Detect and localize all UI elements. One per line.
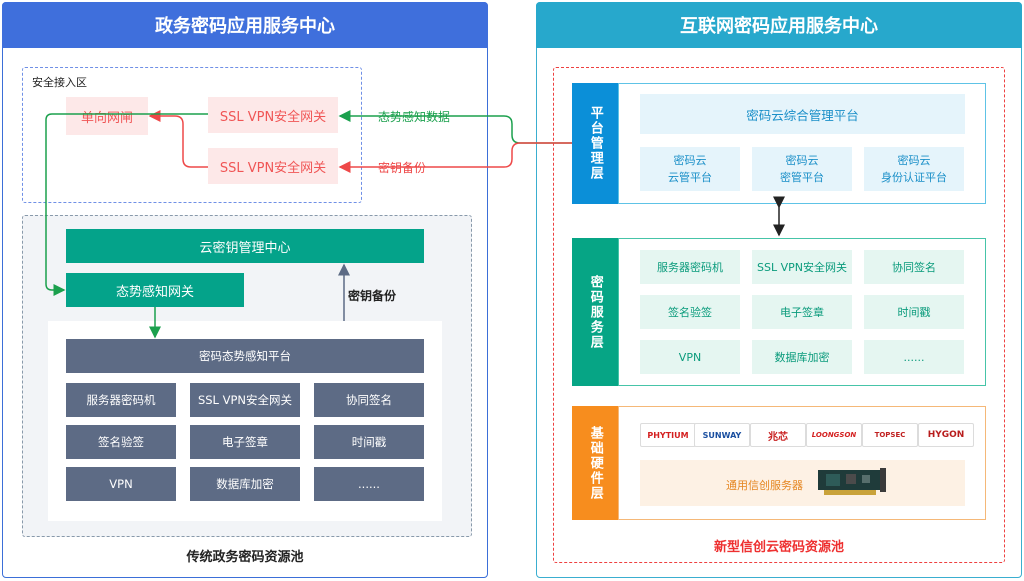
left-grid-cell: 数据库加密 bbox=[190, 467, 300, 501]
left-grid-cell: 签名验签 bbox=[66, 425, 176, 459]
left-grid-cell: 时间戳 bbox=[314, 425, 424, 459]
vendor-logo-sunway: SUNWAY bbox=[694, 423, 750, 447]
left-panel-title: 政务密码应用服务中心 bbox=[2, 2, 488, 48]
vendor-logo-loongson: LOONGSON bbox=[806, 423, 862, 447]
key-backup-flow-label: 密钥备份 bbox=[378, 161, 427, 175]
platform-layer-label: 平台管理层 bbox=[572, 83, 618, 204]
hardware-layer-box bbox=[618, 406, 986, 520]
sa-data-arrow bbox=[338, 110, 572, 144]
left-grid-cell: 电子签章 bbox=[190, 425, 300, 459]
secure-access-zone-label: 安全接入区 bbox=[32, 76, 87, 89]
key-backup-label-left: 密钥备份 bbox=[348, 289, 397, 303]
left-grid-cell: VPN bbox=[66, 467, 176, 501]
vendor-logo-zhaoxin: 兆芯 bbox=[750, 423, 806, 447]
ssl-vpn-gateway-1: SSL VPN安全网关 bbox=[208, 97, 338, 133]
sub-platform-key-mgmt: 密码云 密管平台 bbox=[752, 147, 852, 191]
crypto-cloud-management-platform: 密码云综合管理平台 bbox=[640, 94, 965, 134]
service-cell: ...... bbox=[864, 340, 964, 374]
vendor-logo-hygon: HYGON bbox=[918, 423, 974, 447]
situational-awareness-gateway: 态势感知网关 bbox=[66, 273, 244, 307]
left-grid-cell: SSL VPN安全网关 bbox=[190, 383, 300, 417]
service-layer-label: 密码服务层 bbox=[572, 238, 618, 386]
service-cell: 电子签章 bbox=[752, 295, 852, 329]
service-cell: 服务器密码机 bbox=[640, 250, 740, 284]
service-cell: SSL VPN安全网关 bbox=[752, 250, 852, 284]
sub-platform-line: 密管平台 bbox=[780, 171, 824, 184]
ssl-vpn-gateway-2: SSL VPN安全网关 bbox=[208, 148, 338, 184]
sub-platform-line: 云管平台 bbox=[668, 171, 712, 184]
sub-platform-line: 密码云 bbox=[785, 153, 819, 167]
service-cell: 签名验签 bbox=[640, 295, 740, 329]
gate-inbound-arrow bbox=[148, 110, 208, 168]
secure-access-zone bbox=[22, 67, 362, 203]
left-grid-cell: ...... bbox=[314, 467, 424, 501]
sub-platform-cloud-mgmt: 密码云 云管平台 bbox=[640, 147, 740, 191]
service-cell: 时间戳 bbox=[864, 295, 964, 329]
sub-platform-line: 密码云 bbox=[673, 153, 707, 167]
sub-platform-identity-auth: 密码云 身份认证平台 bbox=[864, 147, 964, 191]
right-panel-title: 互联网密码应用服务中心 bbox=[536, 2, 1022, 48]
vendor-logo-topsec: TOPSEC bbox=[862, 423, 918, 447]
hardware-layer-label: 基础硬件层 bbox=[572, 406, 618, 520]
service-layer-box bbox=[618, 238, 986, 386]
sub-platform-line: 密码云 bbox=[897, 153, 931, 167]
general-server-label: 通用信创服务器 bbox=[726, 479, 803, 492]
vendor-logo-phytium: PHYTIUM bbox=[640, 423, 696, 447]
service-cell: 数据库加密 bbox=[752, 340, 852, 374]
gate-sa-arrow bbox=[45, 113, 208, 296]
new-resource-pool-zone bbox=[553, 67, 1005, 563]
crypto-sa-platform: 密码态势感知平台 bbox=[66, 339, 424, 373]
server-card-icon bbox=[818, 468, 886, 495]
sa-data-flow-label: 态势感知数据 bbox=[378, 110, 451, 124]
platform-layer-box bbox=[618, 83, 986, 204]
service-cell: 协同签名 bbox=[864, 250, 964, 284]
new-pool-footer: 新型信创云密码资源池 bbox=[713, 540, 844, 555]
service-cell: VPN bbox=[640, 340, 740, 374]
legacy-pool-footer: 传统政务密码资源池 bbox=[186, 550, 304, 565]
cloud-key-management-center: 云密钥管理中心 bbox=[66, 229, 424, 263]
general-server-box bbox=[640, 460, 965, 506]
left-grid-cell: 协同签名 bbox=[314, 383, 424, 417]
key-backup-arrow bbox=[338, 142, 572, 173]
left-grid-cell: 服务器密码机 bbox=[66, 383, 176, 417]
sub-platform-line: 身份认证平台 bbox=[881, 171, 947, 184]
